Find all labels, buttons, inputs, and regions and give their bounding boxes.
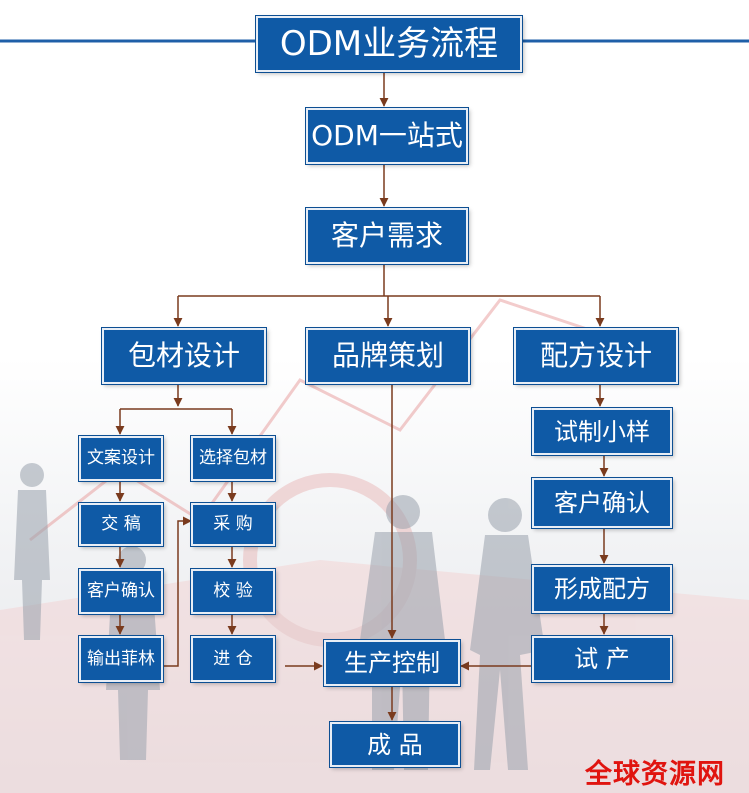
node-trial-production: 试 产 — [532, 636, 672, 682]
silhouette-body — [470, 535, 545, 770]
node-brand-planning: 品牌策划 — [306, 328, 470, 384]
node-output-film: 输出菲林 — [79, 636, 163, 682]
node-customer-confirm-left: 客户确认 — [79, 569, 163, 614]
node-packaging-design: 包材设计 — [102, 328, 266, 384]
node-select-packaging: 选择包材 — [191, 436, 275, 481]
node-finished-product: 成 品 — [330, 722, 460, 767]
node-inspection: 校 验 — [191, 569, 275, 614]
node-submit-draft: 交 稿 — [79, 503, 163, 546]
node-production-control: 生产控制 — [324, 640, 460, 686]
node-trial-sample: 试制小样 — [532, 408, 672, 455]
node-odm-one-stop: ODM一站式 — [306, 108, 468, 164]
page-title: ODM业务流程 — [256, 16, 522, 72]
node-purchase: 采 购 — [191, 503, 275, 546]
node-copy-design: 文案设计 — [79, 436, 163, 481]
node-warehouse-in: 进 仓 — [191, 636, 275, 682]
arrow-film-to-purchase — [162, 516, 192, 667]
silhouette-body — [14, 490, 50, 640]
silhouette-head — [386, 495, 420, 529]
silhouette-head — [118, 546, 146, 574]
watermark-text: 全球资源网 — [585, 759, 725, 790]
node-customer-confirm-right: 客户确认 — [532, 478, 672, 528]
node-form-formula: 形成配方 — [532, 565, 672, 613]
silhouette-head — [20, 463, 44, 487]
node-customer-demand: 客户需求 — [306, 208, 468, 264]
node-formula-design: 配方设计 — [514, 328, 678, 384]
silhouette-head — [488, 498, 522, 532]
